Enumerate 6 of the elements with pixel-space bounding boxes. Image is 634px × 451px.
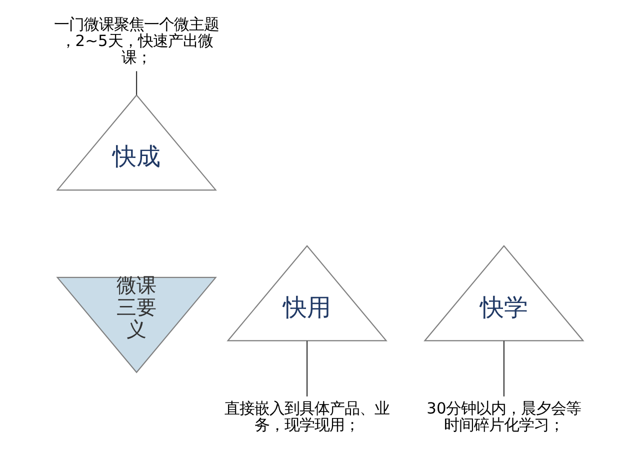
- connector: [502, 340, 504, 396]
- node-text: 直接嵌入到具体产品、业务，现学现用；: [224, 399, 390, 434]
- connector: [136, 71, 137, 95]
- node-text: 一门微课聚焦一个微主题，2~5天，快速产出微课；: [54, 15, 219, 66]
- connector: [306, 340, 308, 396]
- node-text: 30分钟以内，晨夕会等时间碎片化学习；: [426, 399, 581, 434]
